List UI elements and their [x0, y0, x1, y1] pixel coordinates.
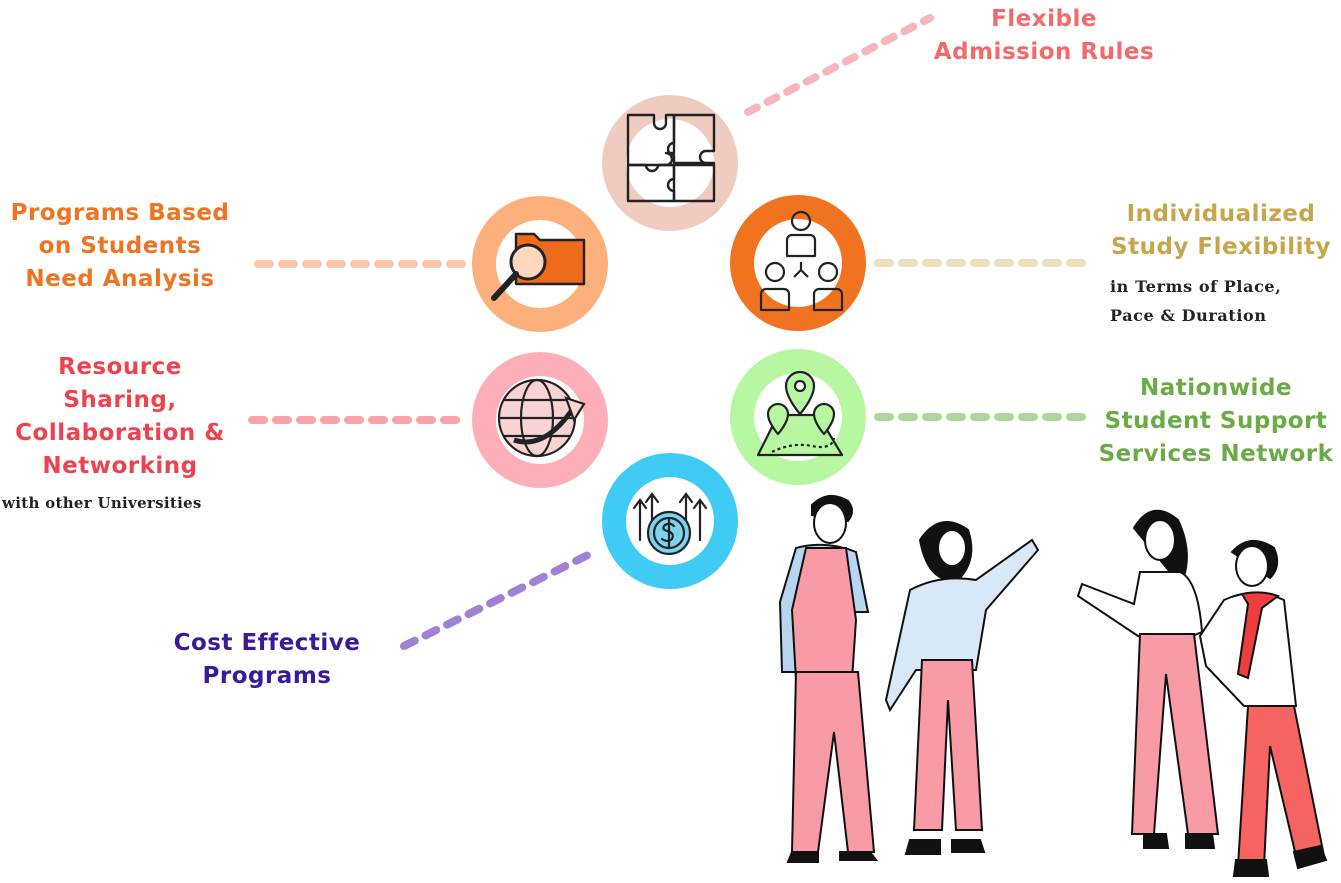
label-admission-line1: Flexible	[991, 6, 1097, 32]
label-programs-line1: Programs Based	[10, 200, 230, 226]
sub-individualized-line2: Pace & Duration	[1110, 306, 1267, 325]
label-cost: Cost Effective Programs	[160, 627, 374, 693]
label-nationwide: Nationwide Student Support Services Netw…	[1094, 372, 1338, 471]
sub-individualized-line1: in Terms of Place,	[1110, 277, 1282, 296]
map-pin-icon	[756, 370, 844, 457]
circle-globe	[472, 352, 608, 488]
person-man-thinking	[778, 494, 878, 863]
person-woman-pointing	[884, 521, 1040, 855]
person-man-scarf	[1198, 540, 1328, 877]
label-resource-line3: Collaboration &	[15, 420, 225, 446]
circle-people	[730, 195, 866, 331]
sub-individualized: in Terms of Place, Pace & Duration	[1110, 272, 1281, 330]
circle-folder	[472, 196, 608, 332]
label-individualized: Individualized Study Flexibility	[1104, 198, 1338, 264]
label-nationwide-line3: Services Network	[1098, 441, 1334, 467]
label-individualized-line2: Study Flexibility	[1111, 234, 1331, 260]
circle-money	[602, 453, 738, 589]
puzzle-icon	[626, 113, 716, 203]
label-cost-line2: Programs	[202, 663, 332, 689]
connector-cost	[400, 549, 596, 650]
circle-map	[730, 349, 866, 485]
label-programs: Programs Based on Students Need Analysis	[4, 197, 236, 296]
sub-resource: with other Universities	[2, 494, 202, 512]
label-resource-line2: Sharing,	[63, 387, 177, 413]
label-programs-line3: Need Analysis	[25, 266, 215, 292]
label-resource: Resource Sharing, Collaboration & Networ…	[2, 351, 238, 483]
label-programs-line2: on Students	[38, 233, 202, 259]
person-woman-gesturing	[1076, 509, 1220, 849]
folder-search-icon	[491, 232, 586, 301]
connector-admission	[744, 14, 934, 116]
label-nationwide-line1: Nationwide	[1139, 375, 1293, 401]
label-cost-line1: Cost Effective	[173, 630, 361, 656]
label-individualized-line1: Individualized	[1126, 201, 1316, 227]
circle-puzzle	[602, 95, 738, 231]
money-growth-icon	[632, 492, 708, 556]
label-resource-line1: Resource	[58, 354, 182, 380]
label-admission-line2: Admission Rules	[933, 39, 1155, 65]
label-admission: Flexible Admission Rules	[928, 3, 1160, 69]
team-hierarchy-icon	[759, 210, 844, 312]
label-resource-line4: Networking	[42, 453, 198, 479]
label-nationwide-line2: Student Support	[1104, 408, 1328, 434]
globe-arrow-icon	[497, 378, 586, 458]
